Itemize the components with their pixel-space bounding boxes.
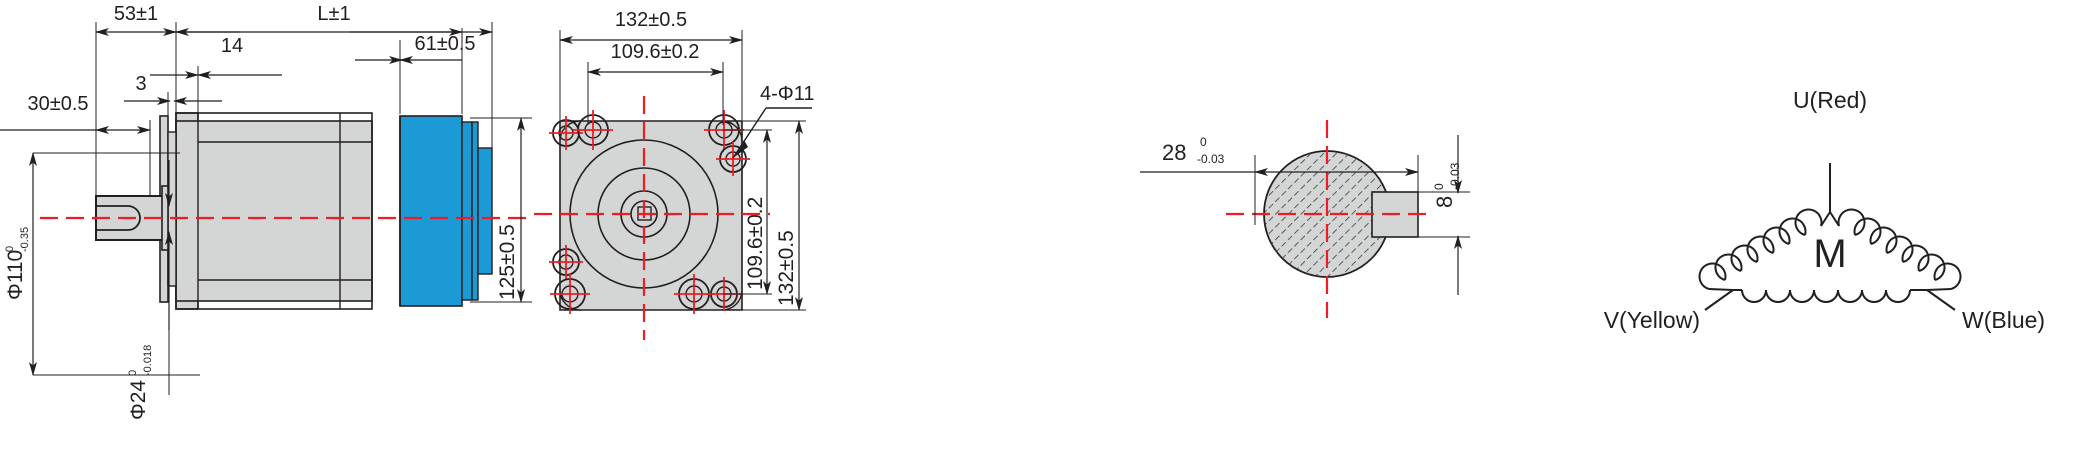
dim-label-14: 14 xyxy=(221,35,243,57)
dim-phi110 xyxy=(29,152,200,376)
dim-label-132-vertical: 132±0.5 xyxy=(775,230,798,306)
dim-label-109-6-vertical: 109.6±0.2 xyxy=(744,197,767,290)
dim-125 xyxy=(470,117,532,303)
dim-30 xyxy=(0,100,151,200)
dim-label-125: 125±0.5 xyxy=(496,224,519,300)
dim-label-30: 30±0.5 xyxy=(27,93,88,115)
side-view-group: 53±1 L±1 14 3 3 xyxy=(0,3,532,420)
dim-label-phi24: Φ24 xyxy=(127,380,150,420)
dim-61 xyxy=(350,28,463,114)
mounting-hole xyxy=(573,110,613,150)
dim-label-53: 53±1 xyxy=(114,3,158,25)
dim-label-28-upper-tol: 0 xyxy=(1200,135,1207,149)
dim-28 xyxy=(1140,155,1419,225)
winding-diagram-group: U(Red) V(Yellow) W(Blue) M xyxy=(1604,87,2045,333)
front-view-group: 132±0.5 109.6±0.2 4-Φ11 109.6±0.2 xyxy=(534,9,815,340)
mounting-hole xyxy=(549,245,583,279)
dim-label-28-lower-tol: -0.03 xyxy=(1197,152,1225,166)
mounting-hole xyxy=(550,274,590,314)
dim-label-109-6-horizontal: 109.6±0.2 xyxy=(611,41,700,63)
dim-109-6-horizontal xyxy=(587,62,724,125)
dim-label-phi110-upper-tol: 0 xyxy=(4,246,16,252)
dim-label-phi110-lower-tol: -0.35 xyxy=(19,227,31,252)
dim-8 xyxy=(1410,135,1470,295)
dim-132-horizontal xyxy=(559,30,743,120)
motor-body-geometry xyxy=(95,112,493,310)
dim-label-28: 28 xyxy=(1162,140,1186,165)
dim-3 xyxy=(124,92,222,130)
dim-label-phi24-lower-tol: -0.018 xyxy=(142,345,154,376)
motor-symbol-label: M xyxy=(1813,232,1846,276)
dim-label-4-phi11: 4-Φ11 xyxy=(760,83,815,105)
coil-right xyxy=(1837,208,1962,291)
dim-label-8-upper-tol: 0 xyxy=(1432,183,1446,190)
coil-left xyxy=(1698,208,1823,291)
hole-callout-leader xyxy=(732,107,812,159)
dim-132-vertical xyxy=(742,120,806,311)
dim-109-6-vertical xyxy=(723,129,772,295)
dim-label-phi24-upper-tol: 0 xyxy=(127,370,139,376)
dim-label-phi110: Φ110 xyxy=(4,250,27,300)
dim-14 xyxy=(150,66,282,140)
terminal-label-u: U(Red) xyxy=(1793,87,1867,113)
terminal-label-v: V(Yellow) xyxy=(1604,307,1700,333)
dim-label-61: 61±0.5 xyxy=(414,33,475,55)
dim-label-132-horizontal: 132±0.5 xyxy=(615,9,687,31)
terminal-label-w: W(Blue) xyxy=(1962,307,2045,333)
dim-label-L: L±1 xyxy=(317,3,350,25)
dim-label-8: 8 xyxy=(1432,196,1457,208)
dim-label-8-lower-tol: -0.03 xyxy=(1448,162,1462,190)
mounting-hole xyxy=(716,142,750,176)
coil-bottom xyxy=(1733,289,1927,303)
dim-label-3: 3 xyxy=(135,73,146,95)
shaft-section-view-group: 28 0 -0.03 8 0 -0.03 xyxy=(1140,120,1470,318)
